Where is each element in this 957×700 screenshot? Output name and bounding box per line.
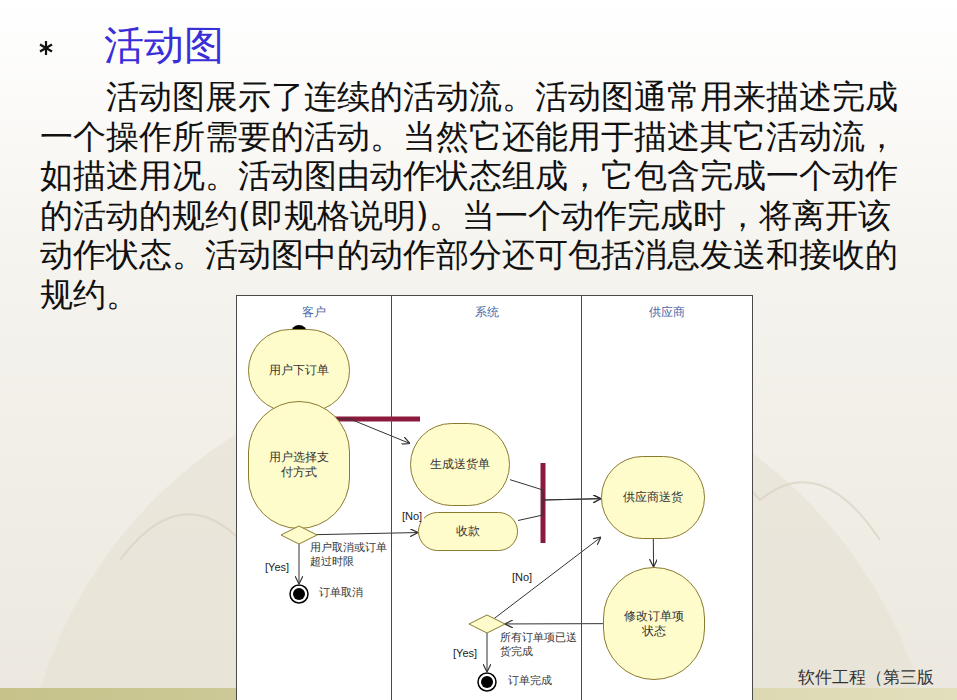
decision-diamond: 用户取消或订单超过时限 <box>281 526 317 544</box>
control-flow <box>494 537 601 618</box>
end-ring <box>290 585 308 603</box>
node-label: 订单取消 <box>319 586 399 600</box>
diagram-ground <box>236 295 752 700</box>
action-state: 供应商送货 <box>601 456 705 539</box>
lane-header: 供应商 <box>582 304 752 321</box>
slide-title: 活动图 <box>104 18 224 73</box>
action-state: 收款 <box>418 512 518 551</box>
end-ring <box>478 673 496 691</box>
end-node: 订单取消 <box>289 584 309 604</box>
node-label: 用户下订单 <box>269 363 329 378</box>
action-state: 修改订单项状态 <box>603 567 705 680</box>
guard-label: [Yes] <box>263 561 291 573</box>
diamond-shape <box>469 615 505 633</box>
end-dot <box>293 588 305 600</box>
control-flow <box>518 499 601 521</box>
decision-diamond: 所有订单项已送货完成 <box>469 615 505 633</box>
swimlane: 供应商供应商送货修改订单项状态 <box>581 295 753 700</box>
control-flow <box>510 480 601 500</box>
control-flow <box>299 544 300 584</box>
control-flow <box>316 533 418 535</box>
guard-label: [No] <box>400 510 424 522</box>
swimlane: 客户用户下订单用户选择支付方式用户取消或订单超过时限订单取消 <box>236 295 392 700</box>
node-label: 用户选择支付方式 <box>268 450 330 480</box>
action-state: 用户选择支付方式 <box>248 401 350 529</box>
node-label: 修改订单项状态 <box>623 609 685 639</box>
end-node: 订单完成 <box>477 672 497 692</box>
bullet-asterisk <box>40 41 52 55</box>
lane-header: 系统 <box>392 304 581 321</box>
node-label: 供应商送货 <box>623 490 683 505</box>
guard-label: [Yes] <box>451 647 479 659</box>
lane-header: 客户 <box>237 304 391 321</box>
footer-text: 软件工程（第三版 <box>798 666 934 689</box>
node-label: 订单完成 <box>508 674 588 688</box>
end-outline <box>289 584 309 604</box>
control-flow <box>653 539 654 567</box>
end-outline <box>477 672 497 692</box>
action-state: 用户下订单 <box>248 329 350 412</box>
action-state: 生成送货单 <box>410 423 510 506</box>
body-paragraph: 活动图展示了连续的活动流。活动图通常用来描述完成一个操作所需要的活动。当然它还能… <box>40 77 920 314</box>
guard-label: [No] <box>510 571 534 583</box>
control-flow <box>505 623 603 624</box>
diamond-outline <box>469 615 505 633</box>
swimlane: 系统生成送货单收款所有订单项已送货完成订单完成 <box>391 295 582 700</box>
end-dot <box>481 676 493 688</box>
node-label: 用户取消或订单超过时限 <box>310 541 388 569</box>
node-label: 生成送货单 <box>430 457 490 472</box>
node-label: 收款 <box>456 524 480 539</box>
control-flow <box>487 633 488 672</box>
node-label: 所有订单项已送货完成 <box>500 631 578 659</box>
